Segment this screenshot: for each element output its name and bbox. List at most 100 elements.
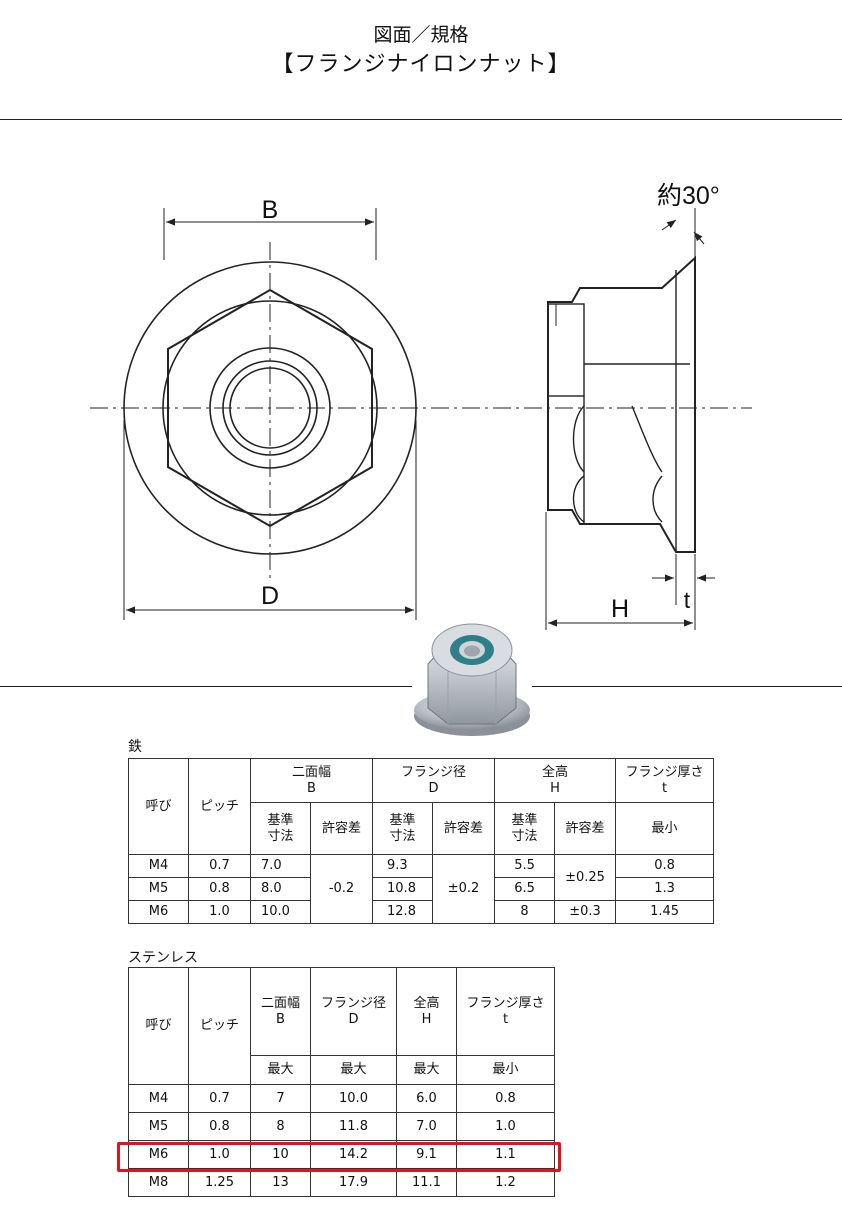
th-d-kijun: 基準寸法	[372, 802, 434, 855]
th-d-saidai: 最大	[310, 1055, 397, 1085]
cell-b: 7.0	[250, 854, 311, 878]
nylon-insert-section	[547, 303, 585, 397]
th-h-sym: H	[421, 1011, 432, 1027]
cell-t: 1.0	[456, 1112, 555, 1141]
nylon-ring-outer	[209, 347, 331, 469]
th-h-name: 全高	[413, 995, 440, 1011]
th-b-kijun: 基準寸法	[250, 802, 311, 855]
side-outline	[547, 255, 696, 553]
th-d-kyoyo: 許容差	[432, 802, 496, 855]
cell-size: M5	[128, 1112, 189, 1141]
th-t-sym: t	[661, 780, 668, 796]
cell-size: M5	[128, 877, 189, 901]
cell-b: 10.0	[250, 900, 311, 924]
flange-circle	[123, 261, 417, 555]
cell-d: 9.3	[372, 854, 434, 878]
cell-pitch: 0.7	[188, 854, 251, 878]
cell-b: 8	[250, 1112, 311, 1141]
th-b-saidai: 最大	[250, 1055, 311, 1085]
cell-h: 6.5	[494, 877, 556, 901]
cell-pitch: 1.25	[188, 1168, 251, 1197]
cell-t: 1.45	[615, 900, 715, 924]
cell-d: 10.0	[310, 1084, 397, 1113]
th-d-name: フランジ径	[320, 995, 386, 1011]
thread-circle	[222, 360, 318, 456]
cell-pitch: 1.0	[188, 900, 251, 924]
th-t-name: フランジ厚さ	[625, 764, 704, 780]
th-pitch: ピッチ	[188, 967, 251, 1085]
th-t-saisho: 最小	[615, 802, 715, 855]
divider-middle-right	[532, 686, 842, 687]
table-row: M5 0.8 8 11.8 7.0 1.0	[128, 1112, 555, 1141]
dimension-t	[652, 554, 715, 605]
th-b-kyoyo: 許容差	[309, 802, 374, 855]
cell-pitch: 0.8	[188, 877, 251, 901]
th-h-sym: H	[550, 780, 560, 796]
cell-h: 6.0	[396, 1084, 457, 1113]
dimension-angle	[661, 208, 705, 258]
bearing-circle	[162, 300, 378, 516]
th-b-sym: B	[276, 1011, 285, 1027]
th-h-kijun: 基準寸法	[494, 802, 556, 855]
cell-tol-h: ±0.3	[554, 900, 617, 924]
cell-t: 1.3	[615, 877, 715, 901]
cell-size: M6	[128, 900, 189, 924]
cell-b: 7	[250, 1084, 311, 1113]
cell-t: 1.2	[456, 1168, 555, 1197]
table-row: M8 1.25 13 17.9 11.1 1.2	[128, 1168, 555, 1197]
th-d-name: フランジ径	[401, 764, 467, 780]
hex-outline	[167, 288, 373, 528]
title-line-1: 図面／規格	[373, 24, 469, 46]
kijun-text: 基準寸法	[267, 812, 294, 844]
cell-tol-b: -0.2	[309, 854, 374, 924]
front-view	[90, 242, 752, 580]
th-b-name: 二面幅	[292, 764, 332, 780]
th-h-saidai: 最大	[396, 1055, 457, 1085]
divider-middle-left	[0, 686, 412, 687]
cell-size: M4	[128, 854, 189, 878]
kijun-text: 基準寸法	[389, 812, 416, 844]
th-yobi: 呼び	[128, 758, 189, 855]
cell-h: 8	[494, 900, 556, 924]
dimension-h	[545, 512, 696, 630]
cell-size: M8	[128, 1168, 189, 1197]
th-h-name: 全高	[542, 764, 569, 780]
label-d: D	[261, 582, 279, 610]
th-t-name: フランジ厚さ	[466, 995, 545, 1011]
label-t: t	[684, 587, 691, 613]
cell-tol-h: ±0.25	[554, 854, 617, 901]
label-h: H	[611, 595, 629, 623]
th-b-name: 二面幅	[260, 995, 300, 1011]
table-row: M4 0.7 7.0 -0.2 9.3 ±0.2 5.5 ±0.25 0.8	[128, 854, 715, 924]
highlight-box-m6	[117, 1142, 561, 1172]
th-t-sym: t	[502, 1011, 509, 1027]
cell-b: 13	[250, 1168, 311, 1197]
cell-tol-d: ±0.2	[432, 854, 496, 924]
label-b: B	[262, 196, 279, 224]
table-row: M4 0.7 7 10.0 6.0 0.8	[128, 1084, 555, 1113]
stainless-caption: ステンレス	[128, 950, 198, 966]
technical-drawing: B D H t 約30°	[90, 182, 752, 630]
hex-face-curve-1	[572, 405, 585, 473]
th-t-saisho: 最小	[456, 1055, 555, 1085]
divider-top	[0, 119, 842, 120]
title-line-2: 【フランジナイロンナット】	[271, 52, 571, 77]
th-pitch: ピッチ	[188, 758, 251, 855]
th-h-kyoyo: 許容差	[554, 802, 617, 855]
cell-t: 0.8	[456, 1084, 555, 1113]
cell-size: M4	[128, 1084, 189, 1113]
cell-d: 17.9	[310, 1168, 397, 1197]
cell-pitch: 0.8	[188, 1112, 251, 1141]
bore-circle	[229, 367, 311, 449]
label-angle: 約30°	[657, 182, 720, 210]
cell-d: 12.8	[372, 900, 434, 924]
